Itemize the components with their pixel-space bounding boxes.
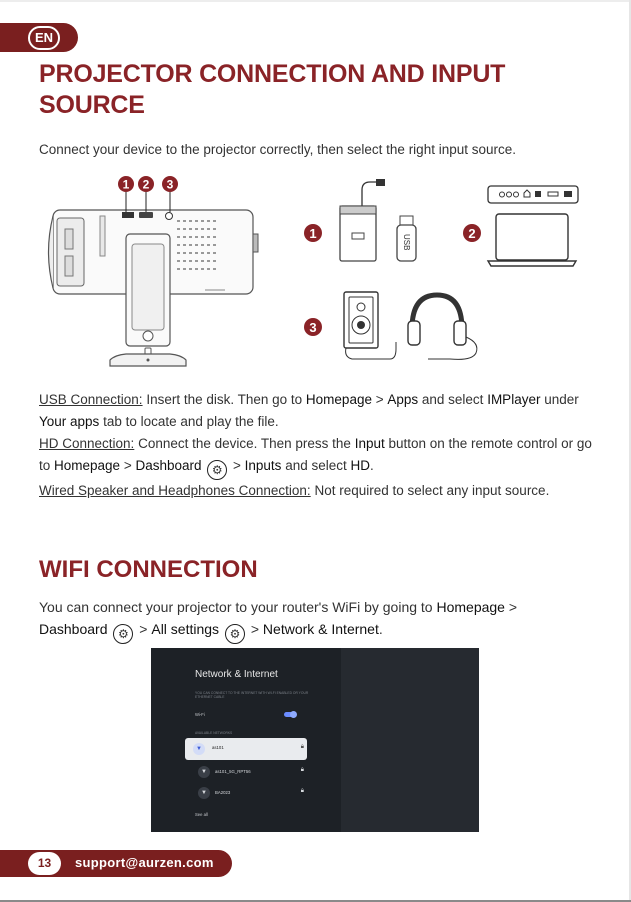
wired-text-1: Not required to select any input source. [310,483,550,498]
hd-kw-homepage: Homepage [54,458,121,473]
wifi-icon: ▼ [193,743,205,755]
wifi-text-1: You can connect your projector to your r… [39,599,437,615]
page-right-edge [629,0,631,902]
wifi-kw-homepage: Homepage [436,599,505,615]
projector-stand [109,233,187,367]
tv-screen-subtitle: YOU CAN CONNECT TO THE INTERNET WITH WI-… [195,691,309,699]
section-title-wifi: WIFI CONNECTION [39,556,258,583]
lock-icon: 🔒︎ [300,767,304,773]
projector-illustration: 1 2 3 [47,176,259,367]
usb-text-1: Insert the disk. Then go to [142,392,306,407]
usb-kw-apps: Apps [387,392,419,407]
usb-hard-drive [339,179,385,262]
wifi-icon: ▼ [198,766,210,778]
hd-text-3: > [120,458,136,473]
page-number: 13 [28,852,61,875]
usb-kw-yourapps: Your apps [39,414,100,429]
network-name: BA2023 [215,790,231,795]
laptop [486,213,578,267]
usb-connection-label: USB Connection: [39,392,143,407]
tv-screen-title: Network & Internet [195,669,278,680]
tv-available-label: AVAILABLE NETWORKS [195,731,233,735]
hd-kw-inputs: Inputs [244,458,282,473]
usb-kw-implayer: IMPlayer [487,392,541,407]
speaker [343,291,397,360]
usb-text-4: under [540,392,579,407]
wifi-text-5: . [378,621,383,637]
see-all-link[interactable]: See all [195,812,208,817]
port-number-3: 3 [167,178,174,192]
gear-icon: ⚙ [207,460,228,480]
network-item[interactable]: ▼ as101_5G_RPT56 🔒︎ [195,764,307,780]
hd-marker-number: 2 [468,226,475,241]
usb-drive-label: USB [402,234,411,250]
usb-text-2: > [371,392,388,407]
vent-grille [177,220,225,291]
usb-devices-illustration: 1 USB [304,179,417,262]
intro-text: Connect your device to the projector cor… [39,142,516,157]
hd-text-6: . [369,458,374,473]
wifi-kw-all-settings: All settings [151,621,220,637]
wifi-text-2: > [504,599,518,615]
port-marker-2 [138,176,154,192]
audio-marker [304,318,322,336]
gear-icon: ⚙ [224,624,245,644]
tv-settings-screenshot: Network & Internet YOU CAN CONNECT TO TH… [151,648,479,832]
hd-connection-label: HD Connection: [39,436,135,451]
hd-text-4: > [229,458,245,473]
headphones [407,292,478,360]
port-number-2: 2 [143,178,150,192]
hd-kw-hd: HD [350,458,370,473]
network-name: as101_5G_RPT56 [215,769,251,774]
wifi-instructions: You can connect your projector to your r… [39,596,599,644]
usb-kw-homepage: Homepage [305,392,372,407]
usb-flash-drive: USB [396,215,417,262]
wifi-icon: ▼ [198,787,210,799]
tv-side-panel [341,648,479,832]
support-email[interactable]: support@aurzen.com [75,855,214,870]
hd-kw-input: Input [354,436,385,451]
audio-marker-number: 3 [309,320,316,335]
port-callout-markers: 1 2 3 [118,176,178,212]
hd-text-5: and select [281,458,351,473]
page-top-edge [0,0,631,2]
gear-icon: ⚙ [113,624,134,644]
connection-instructions: USB Connection: Insert the disk. Then go… [39,389,599,502]
wired-connection-label: Wired Speaker and Headphones Connection: [39,483,311,498]
audio-devices-illustration: 3 [304,291,478,360]
wifi-kw-network: Network & Internet [262,621,379,637]
wifi-kw-dashboard: Dashboard [39,621,108,637]
network-item[interactable]: ▼ BA2023 🔒︎ [195,785,307,801]
projector-back-panel [487,185,579,204]
page-bottom-edge [0,900,631,902]
tv-wifi-label: Wi-Fi [195,712,205,717]
network-name: as101 [212,745,224,750]
port-marker-1 [118,176,134,192]
usb-text-3: and select [418,392,488,407]
lock-icon: 🔒︎ [300,788,304,794]
network-item-selected[interactable]: ▼ as101 🔒︎ [185,738,307,760]
wifi-text-3: > [135,621,152,637]
language-badge: EN [28,26,60,50]
section-title-projector-connection: PROJECTOR CONNECTION AND INPUT SOURCE [39,60,506,119]
hd-text-1: Connect the device. Then press the [134,436,355,451]
usb-text-5: tab to locate and play the file. [99,414,279,429]
wifi-text-4: > [246,621,263,637]
hd-kw-dashboard: Dashboard [135,458,202,473]
usb-marker [304,224,322,242]
usb-marker-number: 1 [309,226,316,241]
port-marker-3 [162,176,178,192]
hd-text-2: button on the remote control or go to [39,436,592,473]
port-number-1: 1 [123,178,130,192]
lock-icon: 🔒︎ [300,744,304,750]
hd-laptop-illustration: 2 [463,185,579,267]
hd-marker [463,224,481,242]
wifi-toggle[interactable] [284,711,297,718]
